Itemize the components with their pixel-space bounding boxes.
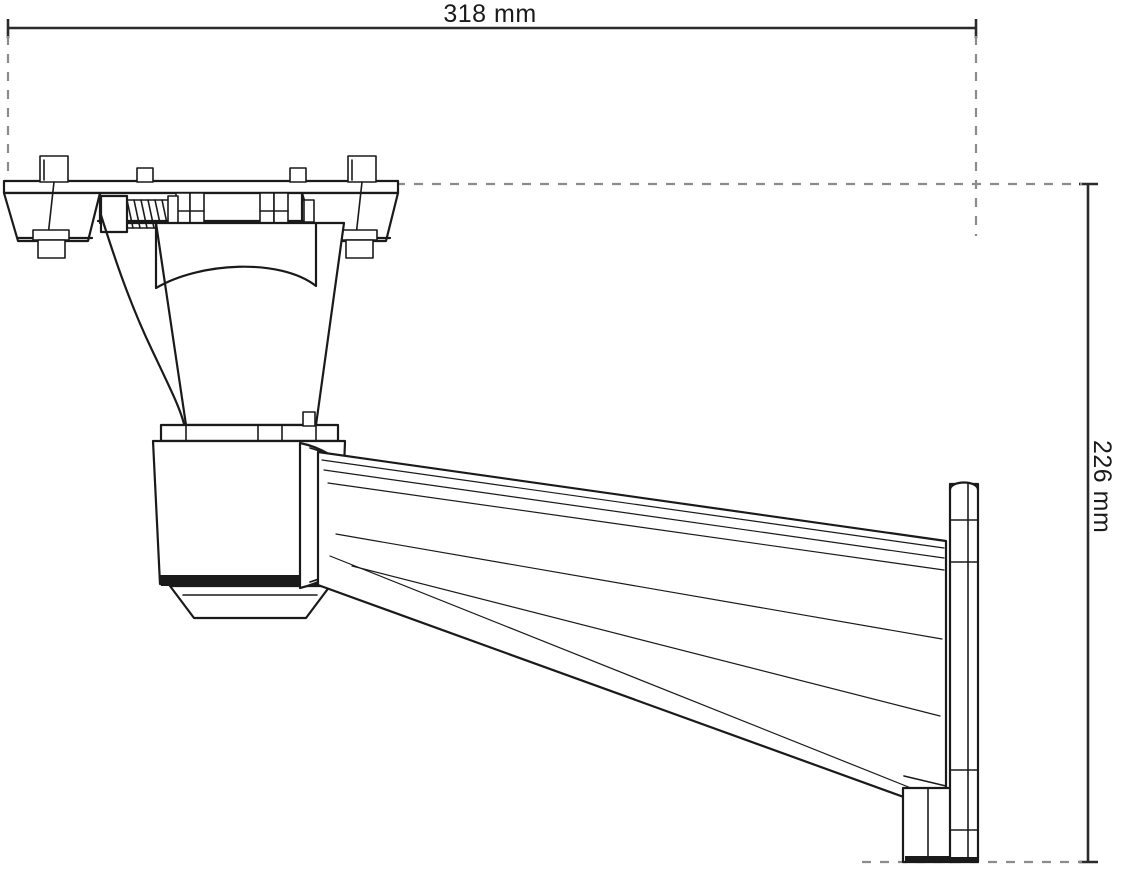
conical-adapter-inner-curve [154,221,318,290]
camera-dome-cap [168,584,332,620]
bolt-head-mid-right [289,167,307,183]
bolt-washer-left [32,229,70,241]
support-arm-gusset-line-2 [351,565,941,717]
width-dimension-label: 318 mm [443,0,537,28]
wall-plate-body [948,482,980,864]
bolt-washer-right [340,229,378,241]
bolt-shank-right [355,181,363,237]
camera-housing [151,439,347,620]
bolt-nut-right [345,239,374,259]
mounting-bolt-mid [136,167,307,183]
ceiling-plate-flange-left [2,191,102,243]
bolt-nut-left [37,239,66,259]
support-arm-top-line-2 [323,469,945,559]
conical-adapter-base-rim [159,423,340,443]
adapter-side-boss [302,411,316,427]
arm-foot [901,786,954,864]
wall-plate [948,481,980,864]
support-arm-bottom-step [903,775,947,787]
cable [98,210,186,426]
support-arm [316,450,948,802]
support-arm-top-line-1 [321,459,945,549]
conical-adapter [154,221,346,443]
wall-plate-top-cap [948,481,980,491]
bolt-head-mid-left [136,167,154,183]
camera-housing-rim [160,575,340,586]
support-arm-web-line-1 [335,533,943,640]
height-dimension-label: 226 mm [1088,440,1116,534]
mounting-bolt-left [32,155,70,259]
support-arm-gusset-line-1 [329,555,917,791]
support-arm-top-line-3 [327,482,945,571]
mounting-bolt-right [340,155,378,259]
arm-foot-base-band [905,856,950,861]
width-dimension [6,19,978,236]
wall-plate-base-band [951,857,977,862]
bolt-shank-left [47,181,55,237]
stud-tab-right [303,199,315,223]
